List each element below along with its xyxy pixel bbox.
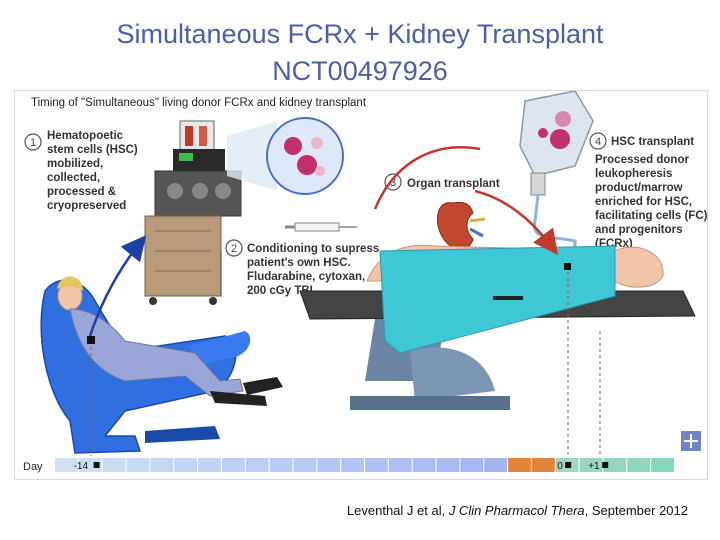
figure-svg: Timing of "Simultaneous" living donor FC… [23, 90, 708, 473]
timeline-cell [174, 458, 198, 472]
timeline-marker-label: 0 [557, 461, 563, 472]
timeline-cell [245, 458, 269, 472]
blood-cell-icon [284, 137, 302, 155]
logo-icon [681, 431, 701, 451]
step-2-label: 2 Conditioning to supress patient's own … [225, 239, 382, 297]
citation-date: , September 2012 [584, 503, 688, 518]
timeline-marker-square [93, 462, 100, 468]
timeline-cell [269, 458, 293, 472]
blood-cell-icon [550, 129, 570, 149]
slide-title: Simultaneous FCRx + Kidney Transplant [116, 19, 604, 49]
timeline-cell [102, 458, 126, 472]
citation: Leventhal J et al, J Clin Pharmacol Ther… [347, 503, 688, 518]
step-3-label: 3 Organ transplant [384, 173, 500, 191]
timeline-cell [198, 458, 221, 472]
arrow-to-recipient [474, 189, 559, 255]
kidney-icon [436, 201, 486, 250]
timeline-cell [603, 458, 627, 472]
timeline-marker-label: +1 [588, 461, 600, 472]
timeline-cell [78, 458, 102, 472]
timeline-cell [531, 458, 555, 472]
apheresis-machine-icon [144, 120, 242, 305]
timeline-cell [412, 458, 436, 472]
svg-text:4: 4 [595, 136, 601, 148]
svg-text:2: 2 [231, 243, 237, 255]
svg-text:Organ transplant: Organ transplant [407, 178, 500, 190]
timeline-cell [126, 458, 150, 472]
iv-bag-icon [519, 90, 594, 266]
syringe-icon [285, 222, 357, 232]
timeline-cell [317, 458, 341, 472]
timeline-label: Day [23, 461, 43, 473]
timeline-cell [365, 458, 388, 472]
trial-id: NCT00497926 [272, 56, 448, 86]
timeline-marker-square [565, 462, 572, 468]
timeline-cell [579, 458, 603, 472]
timeline-cell [436, 458, 460, 472]
timeline-cell [150, 458, 174, 472]
citation-authors: Leventhal J et al, [346, 503, 449, 518]
timeline-marker-label: -14 [74, 461, 89, 472]
step-4-label: 4 HSC transplant Processed donor leukoph… [589, 132, 708, 250]
timeline-cell [508, 458, 531, 472]
transplant-timing-figure: Timing of "Simultaneous" living donor FC… [14, 90, 708, 480]
timeline-marker-square [602, 462, 609, 468]
timeline-cell [55, 458, 78, 472]
timeline-cell [651, 458, 674, 472]
timeline-cell [388, 458, 412, 472]
stem-cells-magnified [227, 117, 344, 195]
timeline-cell [627, 458, 651, 472]
timeline-cell [221, 458, 245, 472]
figure-heading: Timing of "Simultaneous" living donor FC… [31, 97, 367, 109]
timeline-cell [460, 458, 484, 472]
svg-text:Conditioning to supress: Conditioning to supress patient's own HS… [247, 243, 382, 297]
step-1-label: 1 Hematopoetic stem cells (HSC) mobilize… [24, 130, 141, 212]
blood-cell-icon [297, 155, 317, 175]
arrow-to-machine [88, 235, 147, 337]
timeline-cell [293, 458, 317, 472]
operating-table-icon [299, 244, 696, 410]
donor-patient [57, 276, 283, 406]
citation-journal: J Clin Pharmacol Thera [448, 503, 585, 518]
arrow-organ-top [373, 146, 481, 210]
timeline-cell [484, 458, 508, 472]
day-timeline: Day -14 0 +1 [23, 458, 674, 473]
svg-text:HSC transplant Processed: HSC transplant Processed donor leukopher… [595, 136, 707, 250]
svg-text:3: 3 [390, 177, 396, 189]
svg-text:1: 1 [30, 137, 36, 149]
svg-text:Hematopoetic stem cells: Hematopoetic stem cells (HSC) mobilized,… [47, 130, 141, 212]
timeline-cell [341, 458, 364, 472]
